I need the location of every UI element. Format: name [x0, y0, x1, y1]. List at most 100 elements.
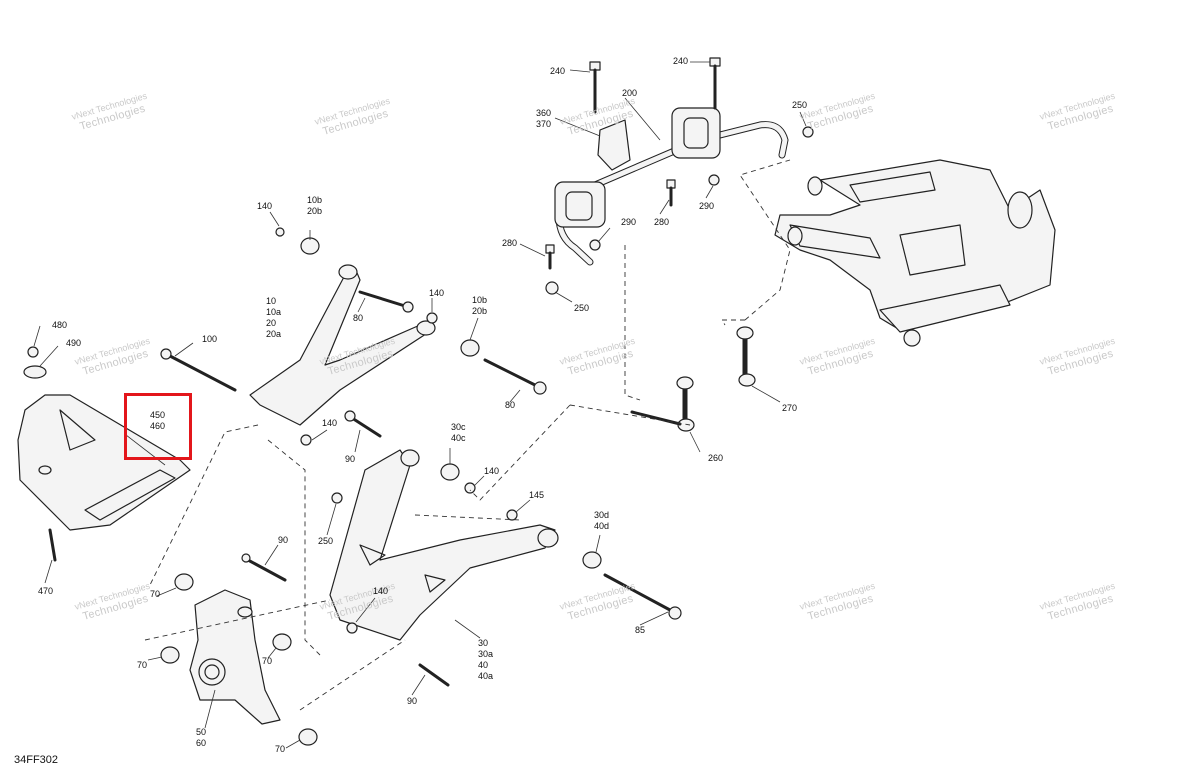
highlight-box [124, 393, 192, 460]
bushing-70-c [160, 646, 180, 664]
bushing-70-d [298, 728, 318, 746]
nut-140-lower [464, 482, 476, 494]
nut-140-mid [426, 312, 438, 324]
bolt-90-mid [344, 410, 382, 438]
part-label: 90 [345, 454, 356, 464]
bolt-85 [603, 573, 682, 620]
part-label: 370 [536, 119, 552, 129]
part-label: 40 [478, 660, 489, 670]
lower-a-arm [329, 449, 559, 641]
bolt-90-bottom [418, 663, 450, 687]
part-label: 20b [472, 306, 488, 316]
nut-290-right [708, 174, 720, 186]
part-label: 90 [407, 696, 418, 706]
part-label: 280 [654, 217, 670, 227]
rear-suspension-assembly [774, 159, 1056, 347]
part-label: 10b [472, 295, 488, 305]
part-label: 40c [451, 433, 466, 443]
bolt-240-right [709, 57, 721, 110]
part-label: 30c [451, 422, 466, 432]
skid-plate-assembly [17, 394, 191, 531]
part-label: 240 [673, 56, 689, 66]
bolt-80-top [358, 290, 414, 313]
part-label: 10b [307, 195, 323, 205]
part-label: 40a [478, 671, 494, 681]
assembly-guide-lines [144, 159, 791, 711]
part-label: 270 [782, 403, 798, 413]
part-label: 30a [478, 649, 494, 659]
part-label: 70 [262, 656, 273, 666]
part-label: 290 [699, 201, 715, 211]
bracket-360 [597, 119, 631, 171]
nut-140-bottom [346, 622, 358, 634]
part-label: 10a [266, 307, 282, 317]
wheel-knuckle [189, 589, 281, 725]
nut-250-left [545, 281, 559, 295]
nut-480 [27, 346, 39, 358]
nut-250-left [331, 492, 343, 504]
bolt-90-left [241, 553, 287, 582]
upper-a-arm [249, 264, 436, 426]
bolt-280-left [545, 244, 555, 270]
part-label: 260 [708, 453, 724, 463]
part-label: 145 [529, 490, 545, 500]
part-label: 85 [635, 625, 646, 635]
part-label: 80 [505, 400, 516, 410]
part-label: 20a [266, 329, 282, 339]
part-label: 240 [550, 66, 566, 76]
part-label: 280 [502, 238, 518, 248]
part-label: 250 [574, 303, 590, 313]
stabilizer-link-270 [736, 326, 756, 387]
bolt-100 [160, 348, 237, 392]
diagram-reference: 34FF302 [14, 754, 59, 766]
part-label: 70 [275, 744, 286, 754]
part-label: 140 [429, 288, 445, 298]
bushing-70-a [174, 573, 194, 591]
part-label: 140 [484, 466, 500, 476]
part-label: 40d [594, 521, 610, 531]
part-label: 50 [196, 727, 207, 737]
part-label: 250 [792, 100, 808, 110]
nut-140-left [300, 434, 312, 446]
bushing-30c [440, 463, 460, 481]
part-label: 20 [266, 318, 277, 328]
sway-bar-bushing-left [554, 181, 606, 228]
sway-bar-bushing-right [671, 107, 721, 159]
nut-250-top [802, 126, 814, 138]
part-label: 30d [594, 510, 610, 520]
part-label: 140 [322, 418, 338, 428]
part-label: 140 [373, 586, 389, 596]
bushing-10b-top [300, 237, 320, 255]
part-label: 70 [137, 660, 148, 670]
part-label: 460 [150, 421, 166, 431]
bolt-240-left [589, 61, 601, 114]
stabilizer-link-260 [630, 376, 695, 432]
bolt-80-lower [483, 358, 547, 395]
part-label: 250 [318, 536, 334, 546]
part-label: 470 [38, 586, 54, 596]
nut-140-top [275, 227, 285, 237]
washer-490 [23, 365, 47, 379]
bolt-280-right [666, 179, 676, 207]
screw-470 [48, 528, 57, 562]
nut-145 [506, 509, 518, 521]
nut-290-left [589, 239, 601, 251]
part-label: 20b [307, 206, 323, 216]
part-label: 90 [278, 535, 289, 545]
part-label: 360 [536, 108, 552, 118]
part-label: 100 [202, 334, 218, 344]
part-label: 140 [257, 201, 273, 211]
bushing-70-b [272, 633, 292, 651]
part-label: 290 [621, 217, 637, 227]
part-label: 70 [150, 589, 161, 599]
part-label: 30 [478, 638, 489, 648]
bushing-10b-mid [460, 339, 480, 357]
part-label: 200 [622, 88, 638, 98]
bushing-30d [582, 551, 602, 569]
leader-lines [33, 61, 807, 749]
part-label: 60 [196, 738, 207, 748]
part-label: 10 [266, 296, 277, 306]
part-label: 80 [353, 313, 364, 323]
part-label: 450 [150, 410, 166, 420]
